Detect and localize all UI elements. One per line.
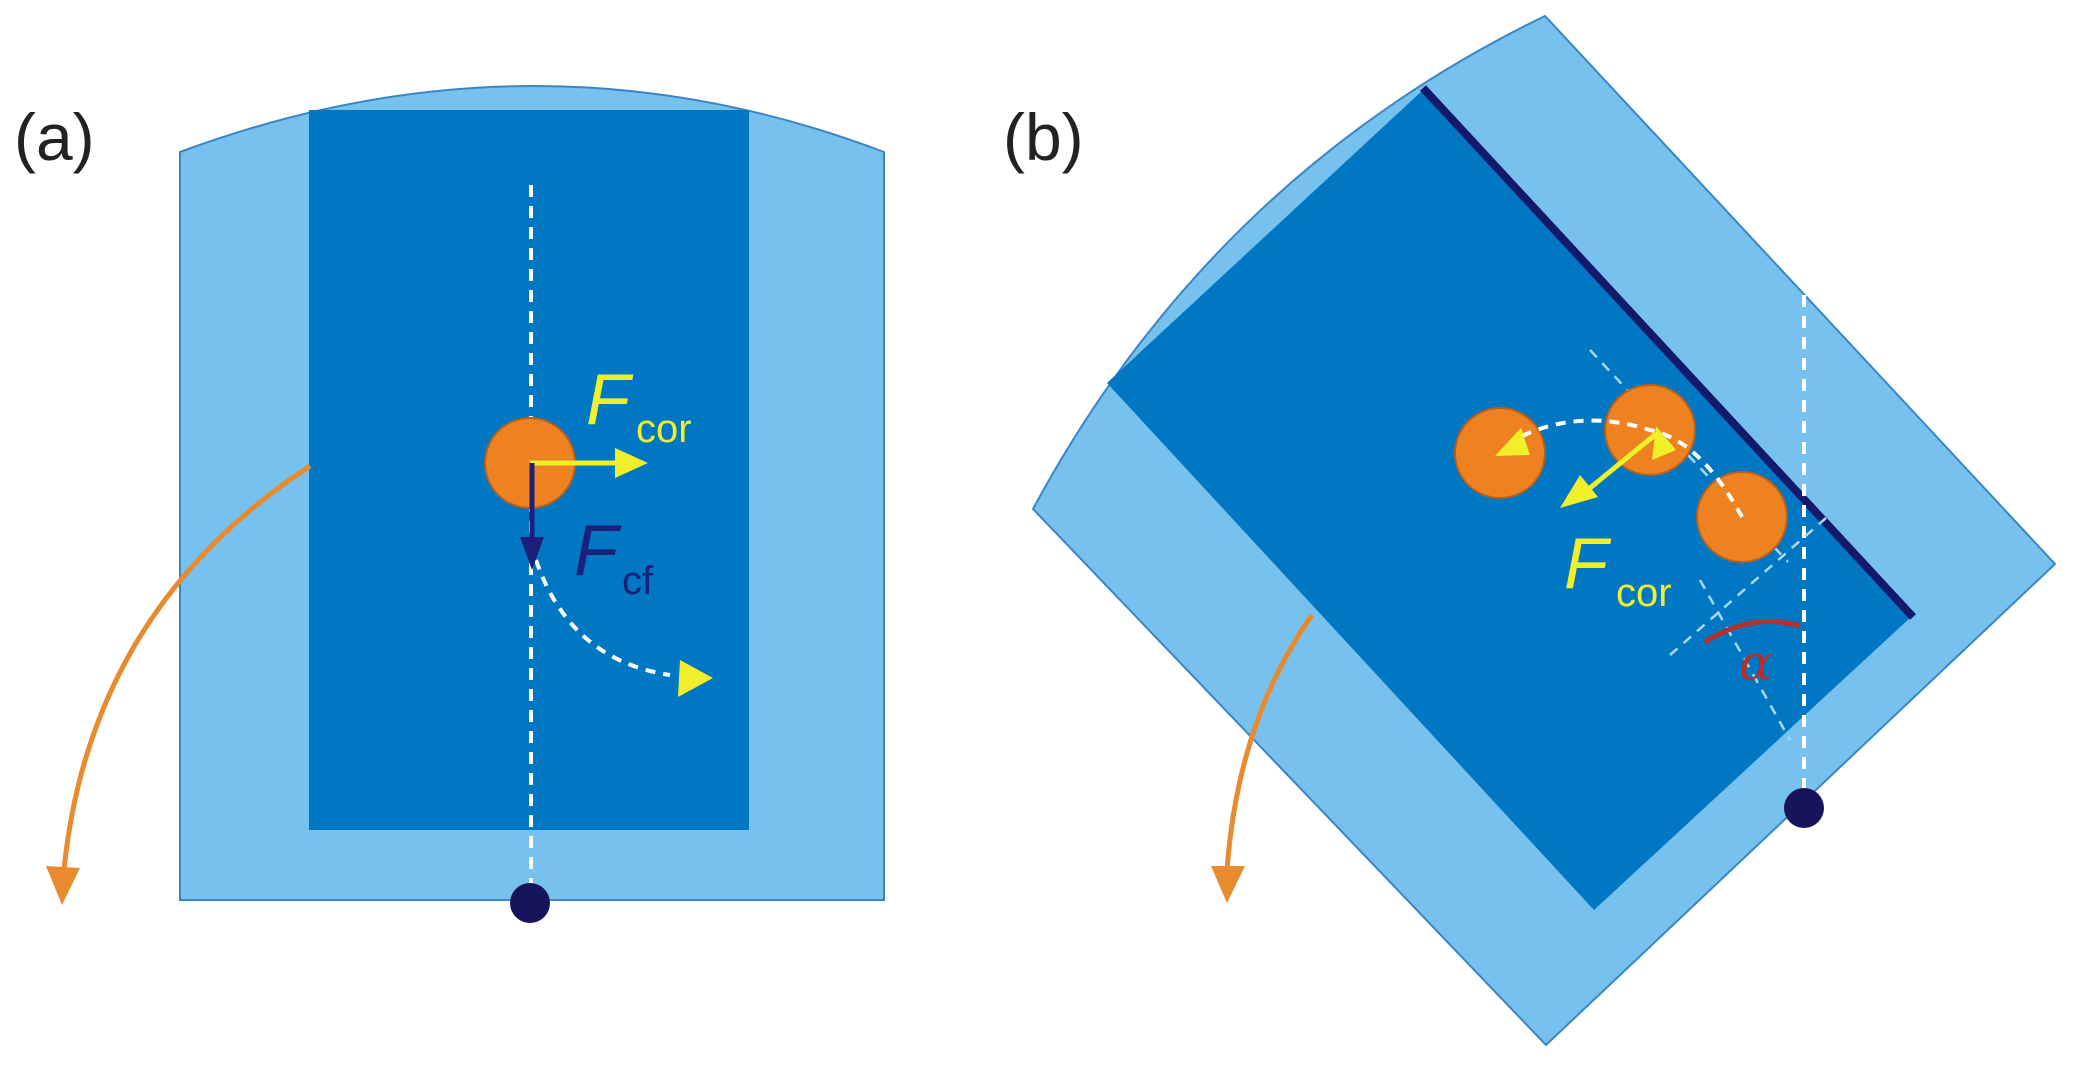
trajectory-b bbox=[1519, 418, 1744, 518]
pivot-a bbox=[510, 883, 550, 923]
coriolis-label-a: F cor bbox=[586, 360, 692, 451]
rotation-arrow-a bbox=[61, 463, 312, 871]
panel-b: (b) F cor α bbox=[1003, 14, 2057, 1047]
trajectory-arrowhead-b bbox=[1495, 428, 1530, 456]
angle-arc-b bbox=[1703, 619, 1801, 645]
cavity-b bbox=[1107, 90, 1911, 910]
direction-arrowhead-b bbox=[1652, 426, 1676, 460]
rotation-arrowhead-a bbox=[46, 866, 80, 905]
trajectory-arrowhead-a bbox=[678, 660, 713, 697]
coriolis-label-b: F cor bbox=[1564, 524, 1672, 615]
coriolis-arrow-b bbox=[1588, 432, 1658, 490]
rotation-arrow-b bbox=[1224, 613, 1315, 871]
panel-label-b: (b) bbox=[1003, 100, 1084, 174]
pivot-b bbox=[1784, 788, 1824, 828]
panel-a: (a) F cor F cf bbox=[14, 85, 885, 923]
coriolis-arrowhead-a bbox=[615, 448, 648, 478]
cavity-edge-b bbox=[1420, 85, 1916, 620]
rotation-arrowhead-b bbox=[1211, 866, 1245, 903]
trajectory-a bbox=[534, 559, 671, 677]
tilted-guide-b-3 bbox=[1698, 579, 1792, 741]
coriolis-arrowhead-b bbox=[1560, 475, 1598, 508]
panel-label-a: (a) bbox=[14, 100, 95, 174]
centrifugal-arrowhead-a bbox=[520, 537, 544, 570]
centrifugal-label-a: F cf bbox=[574, 511, 654, 603]
angle-label-b: α bbox=[1739, 634, 1773, 692]
